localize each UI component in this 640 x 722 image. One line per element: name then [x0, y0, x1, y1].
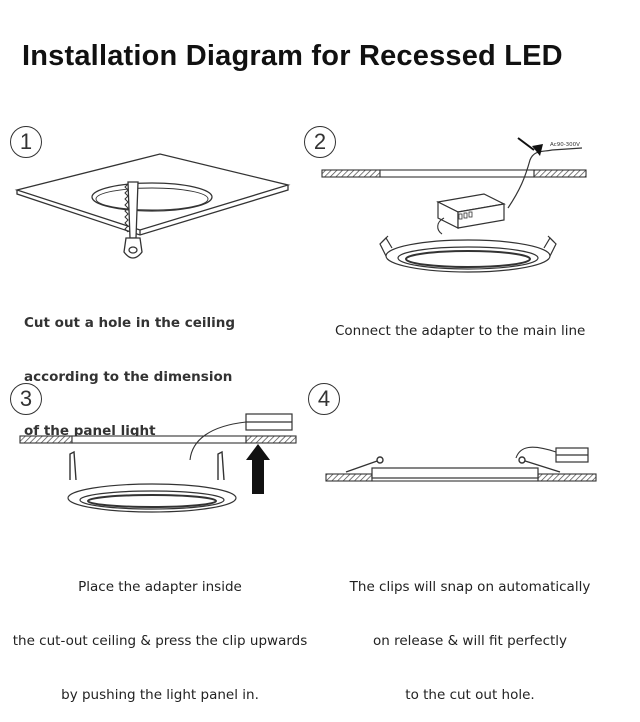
step-2-caption-line: Connect the adapter to the main line [335, 323, 586, 339]
step-2-caption: Connect the adapter to the main line [335, 286, 585, 358]
ceiling-panel-top [14, 153, 291, 231]
ceiling-slab [19, 435, 297, 444]
step-4-caption-line: to the cut out hole. [405, 687, 535, 703]
step-3-caption-line: the cut-out ceiling & press the clip upw… [12, 633, 308, 649]
step-1-number-badge: 1 [10, 126, 42, 158]
arrow-pointer-icon [532, 144, 543, 156]
step-2-number-badge: 2 [304, 126, 336, 158]
mains-wire [507, 147, 583, 209]
page-title: Installation Diagram for Recessed LED [22, 40, 563, 72]
adapter-wire [189, 421, 247, 461]
step-3-insert-panel-illustration [19, 413, 297, 513]
led-panel [379, 235, 557, 273]
adapter-box [436, 193, 506, 229]
spring-clips [69, 450, 225, 481]
step-1-caption-line: of the panel light [24, 423, 156, 439]
adapter-box [555, 447, 589, 463]
step-4-number-badge: 4 [308, 383, 340, 415]
hand-saw-icon [123, 181, 143, 259]
step-1-caption-line: according to the dimension [24, 369, 233, 385]
push-up-arrow-icon [246, 444, 270, 494]
adapter-wire [515, 446, 557, 459]
step-4-caption: The clips will snap on automatically on … [320, 542, 620, 722]
step-3-caption-line: by pushing the light panel in. [61, 687, 259, 703]
step-1-caption: Cut out a hole in the ceiling according … [24, 278, 235, 458]
step-1-caption-line: Cut out a hole in the ceiling [24, 315, 236, 331]
step-4-caption-line: The clips will snap on automatically [349, 579, 591, 595]
spring-clips [345, 456, 561, 473]
led-panel [67, 483, 237, 513]
step-1-ceiling-cutout-illustration [14, 153, 291, 259]
ceiling-slab [321, 169, 587, 178]
step-2-connect-adapter-illustration: Ac90-300V [321, 137, 587, 273]
step-3-caption-line: Place the adapter inside [78, 579, 242, 595]
step-3-caption: Place the adapter inside the cut-out cei… [5, 542, 315, 722]
led-panel [371, 467, 539, 479]
adapter-box [245, 413, 293, 431]
step-4-caption-line: on release & will fit perfectly [372, 633, 568, 649]
step-4-installed-panel-illustration [325, 446, 597, 482]
wire-voltage-label: Ac90-300V [550, 142, 580, 148]
cut-hole-ellipse [91, 182, 213, 212]
step-3-number-badge: 3 [10, 383, 42, 415]
